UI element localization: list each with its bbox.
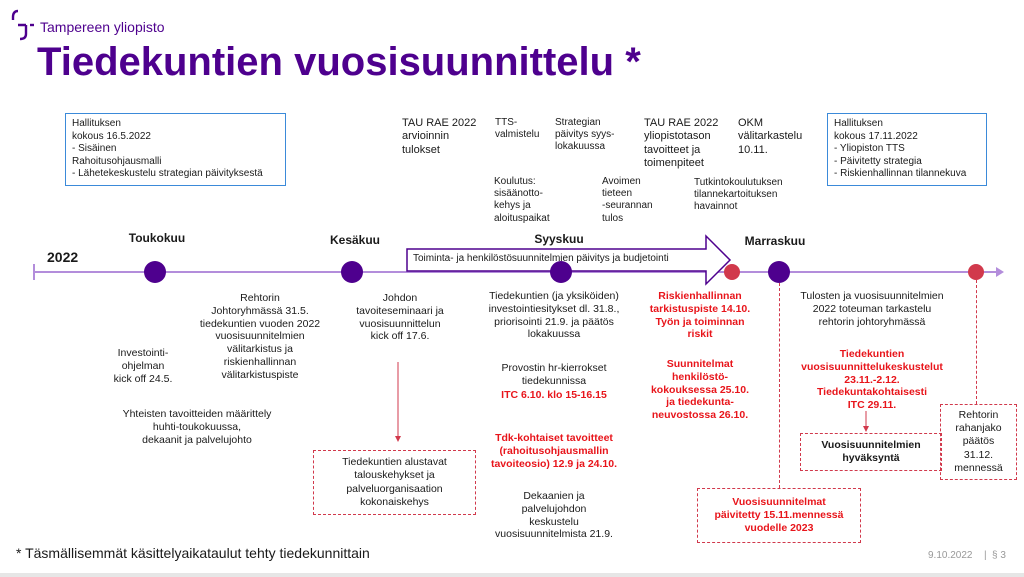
university-logo-icon <box>11 9 34 41</box>
budgeting-arrow <box>406 234 732 286</box>
month-label-september: Syyskuu <box>534 232 584 246</box>
provost-hr-rounds: Provostin hr-kierrokset tiedekunnissa <box>501 362 607 387</box>
month-label-may: Toukokuu <box>128 231 186 245</box>
footnote: * Täsmällisemmät käsittelyaikataulut teh… <box>16 545 370 561</box>
timeline-dot-october <box>724 264 740 280</box>
plans-updated-box: Vuosisuunnitelmat päivitetty 15.11.menne… <box>697 488 861 543</box>
top-item: TTS- valmistelu <box>495 117 540 141</box>
top-item: OKM välitarkastelu 10.11. <box>738 117 803 156</box>
month-label-june: Kesäkuu <box>329 233 381 247</box>
top-item: TAU RAE 2022 arvioinnin tulokset <box>402 117 477 156</box>
arrow-down-icon <box>863 426 869 432</box>
brand-name: Tampereen yliopisto <box>40 19 165 35</box>
results-review: Tulosten ja vuosisuunnitelmien 2022 tote… <box>800 290 944 328</box>
deans-discussion: Dekaanien ja palvelujohdon keskustelu vu… <box>495 490 613 541</box>
arrow-down-icon <box>395 436 401 442</box>
timeline-dot-september <box>550 261 572 283</box>
itc-october: ITC 6.10. klo 15-16.15 <box>501 389 607 401</box>
footer-separator: | <box>984 550 987 561</box>
financial-frames-box: Tiedekuntien alustavat talouskehykset ja… <box>313 450 476 515</box>
second-item: Avoimen tieteen -seurannan tulos <box>602 176 653 224</box>
timeline-dot-november <box>768 261 790 283</box>
timeline-dot-june <box>341 261 363 283</box>
second-item: Koulutus: sisäänotto- kehys ja aloituspa… <box>494 176 550 224</box>
timeline-dot-may <box>144 261 166 283</box>
year-label: 2022 <box>47 249 79 265</box>
risk-checkpoint: Riskienhallinnan tarkistuspiste 14.10. T… <box>649 290 751 341</box>
faculty-targets: Tdk-kohtaiset tavoitteet (rahoitusohjaus… <box>490 432 618 470</box>
timeline-dot-december <box>968 264 984 280</box>
rector-meeting: Rehtorin Johtoryhmässä 31.5. tiedekuntie… <box>199 292 321 381</box>
budgeting-arrow-label: Toiminta- ja henkilöstösuunnitelmien päi… <box>413 253 669 264</box>
bottom-band <box>0 573 1024 577</box>
page-title: Tiedekuntien vuosisuunnittelu * <box>37 40 641 84</box>
second-item: Tutkintokoulutuksen tilannekartoituksen … <box>694 177 783 213</box>
month-label-november: Marraskuu <box>744 234 806 248</box>
faculty-investments: Tiedekuntien (ja yksiköiden) investointi… <box>488 290 620 341</box>
leadership-seminar: Johdon tavoiteseminaari ja vuosisuunnitt… <box>356 292 444 343</box>
brand-logo <box>10 8 40 47</box>
investment-kickoff: Investointi- ohjelman kick off 24.5. <box>113 347 173 385</box>
staff-meeting-plans: Suunnitelmat henkilöstö- kokouksessa 25.… <box>650 358 750 422</box>
top-item: TAU RAE 2022 yliopistotason tavoitteet j… <box>644 117 719 170</box>
goals-definition: Yhteisten tavoitteiden määrittely huhti-… <box>122 408 272 446</box>
footer-page: § 3 <box>992 550 1006 561</box>
board-meeting-box-november: Hallituksen kokous 17.11.2022 - Yliopist… <box>827 113 987 186</box>
dashed-connector <box>976 280 977 404</box>
approval-box: Vuosisuunnitelmien hyväksyntä <box>800 433 942 471</box>
board-meeting-box-may: Hallituksen kokous 16.5.2022 - Sisäinen … <box>65 113 286 186</box>
planning-talks: Tiedekuntien vuosisuunnittelukeskustelut… <box>801 348 943 412</box>
dashed-connector <box>779 283 780 488</box>
top-item: Strategian päivitys syys- lokakuussa <box>555 117 615 153</box>
footer-date: 9.10.2022 <box>928 550 973 561</box>
funding-decision-box: Rehtorin rahanjako päätös 31.12. menness… <box>940 404 1017 480</box>
timeline-arrowhead-icon <box>996 267 1004 277</box>
